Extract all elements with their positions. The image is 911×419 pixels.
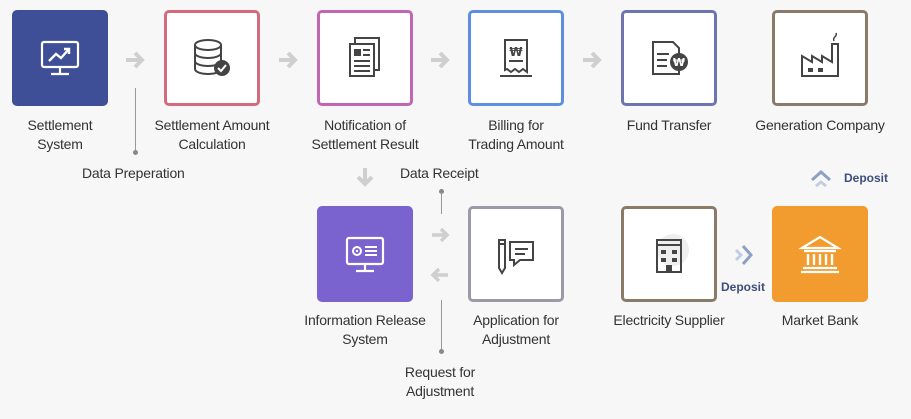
svg-text:₩: ₩ bbox=[673, 56, 685, 69]
node-generation-company bbox=[772, 10, 868, 106]
label-settlement-amount: Settlement Amount Calculation bbox=[154, 117, 270, 152]
label-application-adjustment: Application for Adjustment bbox=[473, 312, 559, 347]
arrow-right-2 bbox=[279, 51, 298, 69]
node-application-adjustment bbox=[468, 206, 564, 302]
node-billing: ₩ bbox=[468, 10, 564, 106]
arrow-right-5 bbox=[432, 227, 450, 243]
connector-dot bbox=[133, 150, 138, 155]
label-market-bank: Market Bank bbox=[781, 312, 859, 328]
label-fund-transfer: Fund Transfer bbox=[626, 117, 712, 133]
arrow-right-4 bbox=[583, 51, 602, 69]
connector-data-receipt bbox=[441, 192, 442, 214]
arrow-right-3 bbox=[431, 51, 450, 69]
deposit-right-arrow-icon bbox=[734, 245, 753, 265]
receipt-won-icon: ₩ bbox=[500, 39, 532, 77]
database-check-icon bbox=[194, 39, 230, 76]
monitor-chart-icon bbox=[40, 40, 80, 76]
bank-icon bbox=[798, 235, 842, 274]
svg-text:₩: ₩ bbox=[509, 45, 523, 59]
arrow-left bbox=[430, 267, 448, 283]
arrow-down bbox=[356, 168, 374, 187]
connector-dot bbox=[439, 189, 444, 194]
label-generation-company: Generation Company bbox=[755, 117, 885, 133]
label-settlement-system: Settlement System bbox=[27, 117, 93, 152]
note-request-adjustment: Request for Adjustment bbox=[404, 364, 476, 399]
deposit-label-bank: Deposit bbox=[721, 280, 766, 294]
deposit-label-generation: Deposit bbox=[844, 171, 889, 185]
label-billing: Billing for Trading Amount bbox=[468, 117, 564, 152]
monitor-settings-icon bbox=[345, 236, 385, 273]
node-settlement-amount bbox=[164, 10, 260, 106]
node-notification bbox=[317, 10, 413, 106]
pencil-chat-icon bbox=[498, 239, 534, 275]
factory-icon bbox=[801, 32, 839, 77]
node-market-bank bbox=[772, 206, 868, 302]
label-electricity-supplier: Electricity Supplier bbox=[613, 312, 725, 328]
connector-data-preperation bbox=[135, 88, 136, 154]
label-notification: Notification of Settlement Result bbox=[311, 117, 419, 152]
deposit-up-arrow-icon bbox=[811, 170, 831, 188]
document-won-icon: ₩ bbox=[652, 41, 688, 75]
label-information-release: Information Release System bbox=[304, 312, 426, 347]
note-data-receipt: Data Receipt bbox=[400, 165, 479, 181]
node-fund-transfer: ₩ bbox=[621, 10, 717, 106]
connector-dot bbox=[439, 349, 444, 354]
document-stack-icon bbox=[349, 37, 380, 77]
building-icon bbox=[656, 234, 689, 273]
node-settlement-system bbox=[12, 10, 108, 106]
note-data-preperation: Data Preperation bbox=[82, 165, 185, 181]
node-information-release bbox=[317, 206, 413, 302]
arrow-right-1 bbox=[126, 51, 145, 69]
connector-request bbox=[441, 300, 442, 352]
node-electricity-supplier bbox=[621, 206, 717, 302]
